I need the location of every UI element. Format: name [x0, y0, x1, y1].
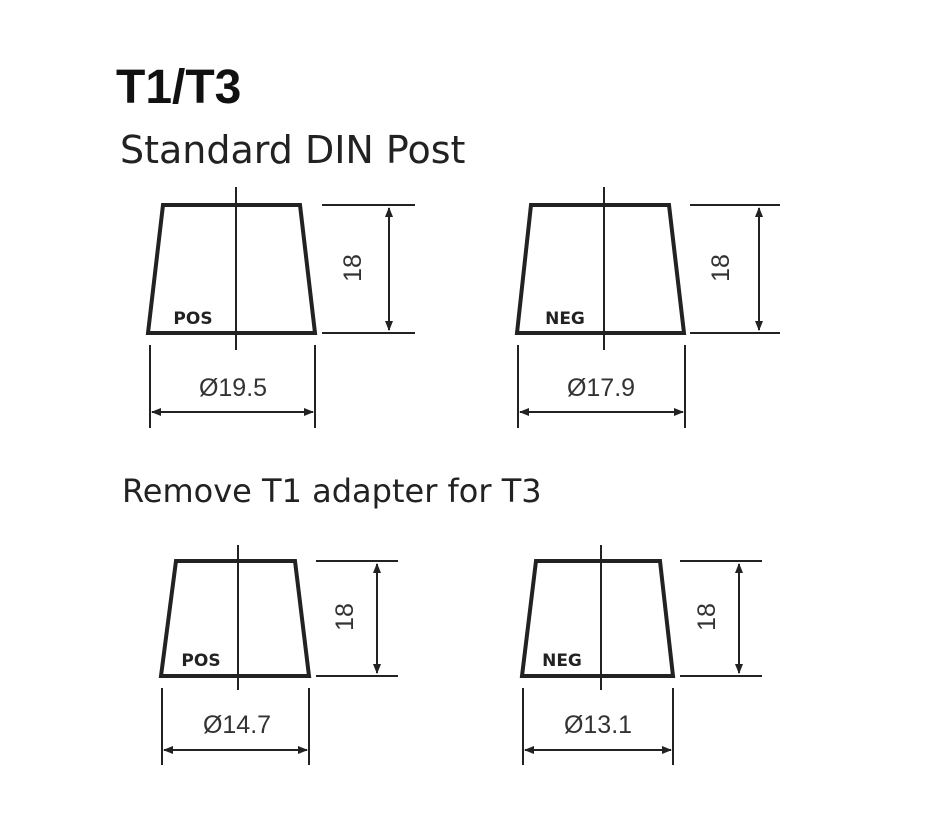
- height-label: 18: [339, 254, 367, 282]
- height-label: 18: [693, 603, 721, 631]
- diameter-label: Ø17.9: [567, 374, 635, 402]
- diameter-label: Ø13.1: [564, 711, 632, 739]
- terminal-outline: [514, 203, 687, 335]
- section-title: Remove T1 adapter for T3: [122, 472, 542, 510]
- polarity-label: NEG: [545, 309, 585, 329]
- terminal-pos-t1: 18 Ø19.5 POS: [145, 187, 415, 428]
- page-title: T1/T3: [116, 61, 241, 114]
- terminal-outline: [158, 559, 312, 678]
- subtitle: Standard DIN Post: [120, 128, 465, 172]
- terminal-neg-t3: 18 Ø13.1 NEG: [519, 545, 762, 765]
- diameter-label: Ø19.5: [199, 374, 267, 402]
- height-label: 18: [707, 254, 735, 282]
- terminal-outline: [145, 203, 318, 335]
- height-label: 18: [331, 603, 359, 631]
- polarity-label: POS: [181, 651, 220, 671]
- polarity-label: NEG: [542, 651, 582, 671]
- terminal-outline: [519, 559, 676, 678]
- terminal-neg-t1: 18 Ø17.9 NEG: [514, 187, 780, 428]
- diameter-label: Ø14.7: [203, 711, 271, 739]
- polarity-label: POS: [173, 309, 212, 329]
- terminal-pos-t3: 18 Ø14.7 POS: [158, 545, 398, 765]
